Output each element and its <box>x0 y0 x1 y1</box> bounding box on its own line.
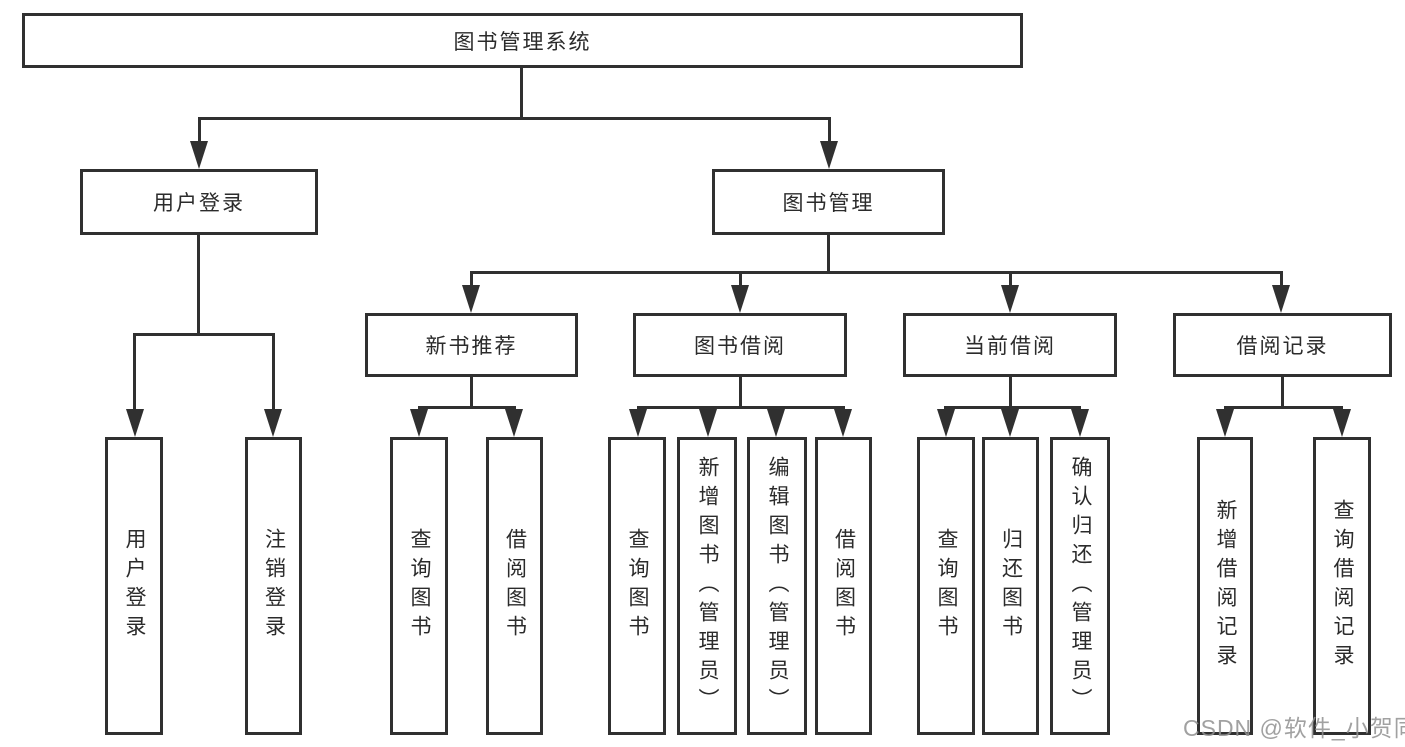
node-root: 图书管理系统 <box>22 13 1023 68</box>
connector-line <box>827 235 830 273</box>
node-current-borrow: 当前借阅 <box>903 313 1117 377</box>
arrow-down-icon <box>1071 409 1089 437</box>
node-user-login: 用户登录 <box>80 169 318 235</box>
connector-line <box>272 333 275 409</box>
connector-line <box>470 271 1283 274</box>
leaf-edit-book-admin: 编辑图书（管理员） <box>747 437 807 735</box>
connector-line <box>739 377 742 407</box>
connector-line <box>1009 377 1012 407</box>
connector-line <box>198 117 201 143</box>
arrow-down-icon <box>834 409 852 437</box>
arrow-down-icon <box>264 409 282 437</box>
arrow-down-icon <box>410 409 428 437</box>
connector-line <box>739 271 742 285</box>
connector-line <box>133 333 275 336</box>
connector-line <box>944 406 1081 409</box>
arrow-down-icon <box>1333 409 1351 437</box>
arrow-down-icon <box>820 141 838 169</box>
connector-line <box>418 406 516 409</box>
node-borrow-records: 借阅记录 <box>1173 313 1392 377</box>
arrow-down-icon <box>505 409 523 437</box>
leaf-query-books-current: 查询图书 <box>917 437 975 735</box>
arrow-down-icon <box>190 141 208 169</box>
connector-line <box>1281 377 1284 407</box>
leaf-return-book: 归还图书 <box>982 437 1039 735</box>
leaf-query-borrow-record: 查询借阅记录 <box>1313 437 1371 735</box>
connector-line <box>520 68 523 118</box>
node-new-book-recommend: 新书推荐 <box>365 313 578 377</box>
connector-line <box>197 235 200 335</box>
leaf-confirm-return-admin: 确认归还（管理员） <box>1050 437 1110 735</box>
leaf-add-borrow-record: 新增借阅记录 <box>1197 437 1253 735</box>
leaf-query-books-borrow: 查询图书 <box>608 437 666 735</box>
csdn-watermark: CSDN @软件_小贺同学 <box>1183 715 1405 741</box>
arrow-down-icon <box>1001 409 1019 437</box>
node-book-borrow: 图书借阅 <box>633 313 847 377</box>
arrow-down-icon <box>1001 285 1019 313</box>
connector-line <box>828 117 831 143</box>
leaf-user-login: 用户登录 <box>105 437 163 735</box>
connector-line <box>198 117 831 120</box>
arrow-down-icon <box>767 409 785 437</box>
connector-line <box>133 333 136 409</box>
leaf-borrow-books-borrow: 借阅图书 <box>815 437 872 735</box>
connector-line <box>1009 271 1012 285</box>
connector-line <box>1280 271 1283 285</box>
arrow-down-icon <box>699 409 717 437</box>
arrow-down-icon <box>1216 409 1234 437</box>
leaf-borrow-books-recommend: 借阅图书 <box>486 437 543 735</box>
connector-line <box>470 271 473 285</box>
arrow-down-icon <box>937 409 955 437</box>
node-book-management: 图书管理 <box>712 169 945 235</box>
leaf-add-book-admin: 新增图书（管理员） <box>677 437 737 735</box>
arrow-down-icon <box>462 285 480 313</box>
connector-line <box>637 406 845 409</box>
leaf-query-books-recommend: 查询图书 <box>390 437 448 735</box>
leaf-logout: 注销登录 <box>245 437 302 735</box>
arrow-down-icon <box>1272 285 1290 313</box>
arrow-down-icon <box>731 285 749 313</box>
connector-line <box>1224 406 1343 409</box>
arrow-down-icon <box>629 409 647 437</box>
connector-line <box>470 377 473 407</box>
arrow-down-icon <box>126 409 144 437</box>
